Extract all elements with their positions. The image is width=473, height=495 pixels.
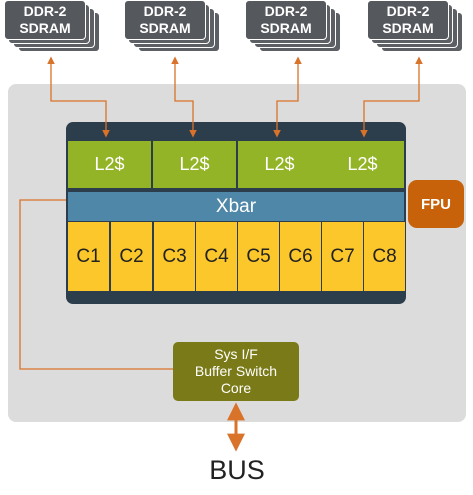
sys-if-line1: Sys I/F [214,346,258,362]
core-c3: C3 [154,222,195,291]
bus-label: BUS [209,454,265,485]
core-c2: C2 [111,222,152,291]
l2-cache-4: L2$ [321,141,404,188]
fpu: FPU [408,180,464,228]
dram-label-line2: SDRAM [139,20,191,36]
dram-module-2: DDR-2 SDRAM [124,0,220,52]
core-c7: C7 [322,222,363,291]
sys-if-line2: Buffer Switch [194,363,278,379]
dram-label-line1: DDR-2 [264,3,308,19]
dram-label-line2: SDRAM [260,20,312,36]
l2-cache-3: L2$ [238,141,321,188]
core-c5: C5 [238,222,279,291]
sys-if-block: Sys I/F Buffer Switch Core [173,342,299,401]
sys-if-line3: Core [220,380,252,396]
dram-link-4 [360,56,423,138]
dram-link-2 [171,56,197,138]
sysif-xbar-link [19,199,173,370]
crossbar: Xbar [68,192,404,221]
dram-module-3: DDR-2 SDRAM [245,0,341,52]
dram-label-line1: DDR-2 [386,3,430,19]
core-c6: C6 [280,222,321,291]
dram-module-4: DDR-2 SDRAM [367,0,463,52]
dram-label-line2: SDRAM [19,20,71,36]
dram-label-line1: DDR-2 [23,3,67,19]
core-c4: C4 [196,222,237,291]
dram-link-1 [47,56,110,138]
l2-cache-2: L2$ [153,141,236,188]
dram-label-line1: DDR-2 [143,3,187,19]
l2-cache-1: L2$ [68,141,151,188]
core-c8: C8 [364,222,405,291]
dram-link-3 [273,56,302,138]
core-c1: C1 [68,222,109,291]
dram-module-1: DDR-2 SDRAM [4,0,100,52]
dram-label-line2: SDRAM [382,20,434,36]
